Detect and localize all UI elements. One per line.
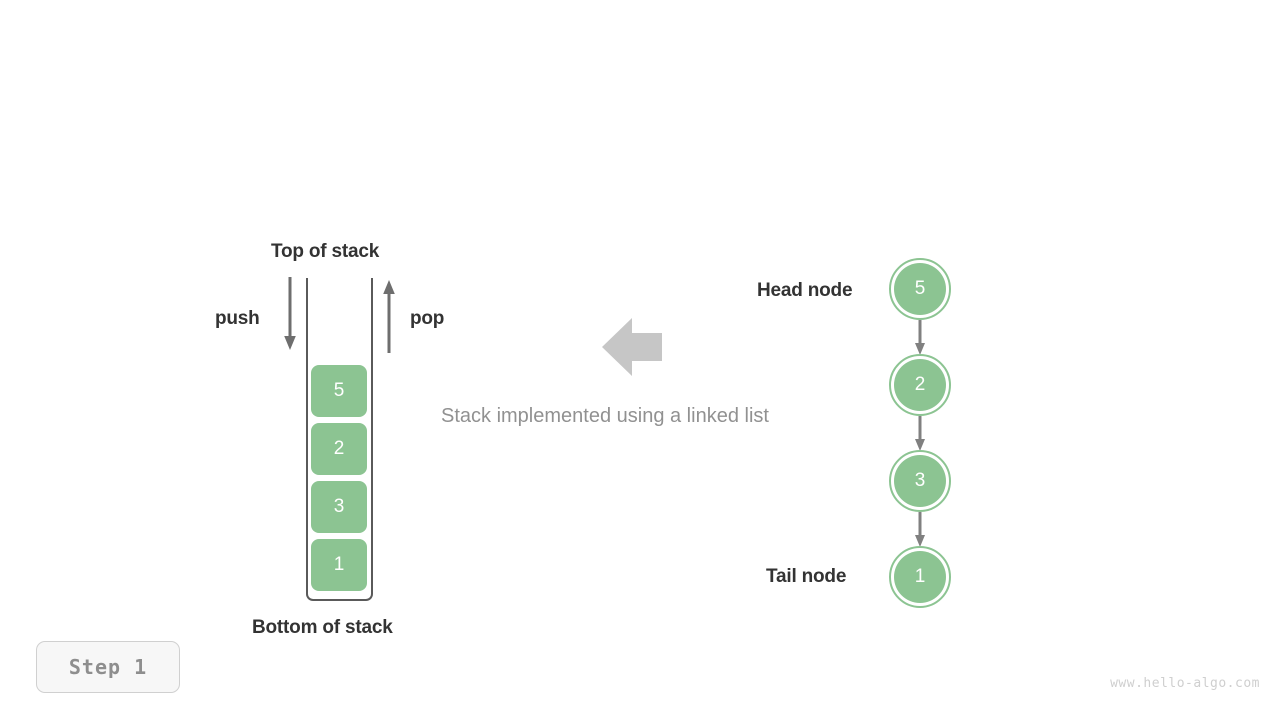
stack-element: 3 <box>311 481 367 533</box>
pop-label: pop <box>410 308 445 329</box>
link-arrow-down-icon <box>915 416 925 451</box>
bottom-of-stack-label: Bottom of stack <box>252 617 393 638</box>
linked-list-node: 3 <box>889 450 951 512</box>
block-arrow-left-icon <box>602 318 662 376</box>
node-value: 3 <box>894 455 946 507</box>
link-arrow-down-icon <box>915 512 925 547</box>
tail-node-label: Tail node <box>766 566 847 587</box>
push-label: push <box>215 308 260 329</box>
step-badge: Step 1 <box>36 641 180 693</box>
caption-text: Stack implemented using a linked list <box>441 405 769 427</box>
watermark: www.hello-algo.com <box>1110 676 1260 691</box>
head-node-label: Head node <box>757 280 853 301</box>
pop-arrow-up-icon <box>383 280 395 353</box>
stack-element: 1 <box>311 539 367 591</box>
stack-container <box>306 278 373 601</box>
linked-list-node: 5 <box>889 258 951 320</box>
linked-list-node: 2 <box>889 354 951 416</box>
link-arrow-down-icon <box>915 320 925 355</box>
linked-list-node: 1 <box>889 546 951 608</box>
stack-element: 2 <box>311 423 367 475</box>
node-value: 5 <box>894 263 946 315</box>
node-value: 2 <box>894 359 946 411</box>
push-arrow-down-icon <box>284 277 296 350</box>
top-of-stack-label: Top of stack <box>271 241 380 262</box>
node-value: 1 <box>894 551 946 603</box>
step-badge-label: Step 1 <box>68 655 148 679</box>
stack-element: 5 <box>311 365 367 417</box>
